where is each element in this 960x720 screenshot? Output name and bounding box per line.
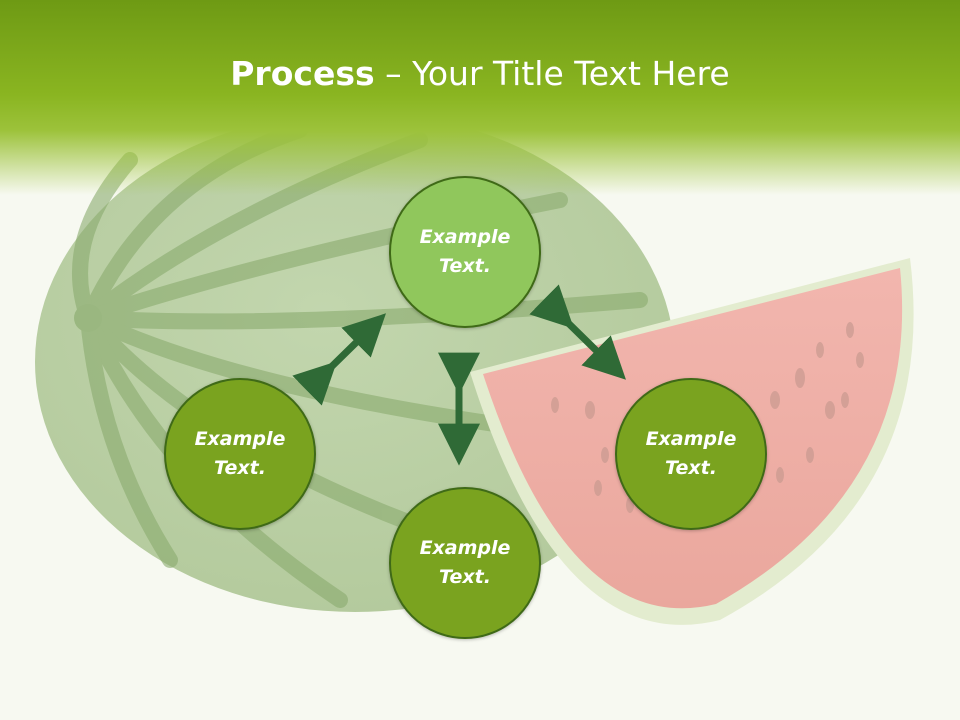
arrow-top-left <box>292 313 387 406</box>
process-step-bottom-text: Example Text. <box>419 537 511 588</box>
header-band <box>0 0 960 200</box>
process-step-right: Example Text. <box>615 378 767 530</box>
arrow-top-right <box>529 284 626 380</box>
process-step-left: Example Text. <box>164 378 316 530</box>
process-step-left-text: Example Text. <box>194 428 286 479</box>
process-step-top: Example Text. <box>389 176 541 328</box>
process-step-top-text: Example Text. <box>419 226 511 277</box>
title-rest: – Your Title Text Here <box>374 54 730 93</box>
title-bold: Process <box>230 54 375 93</box>
process-step-bottom: Example Text. <box>389 487 541 639</box>
page-title: Process – Your Title Text Here <box>0 52 960 96</box>
process-step-right-text: Example Text. <box>645 428 737 479</box>
